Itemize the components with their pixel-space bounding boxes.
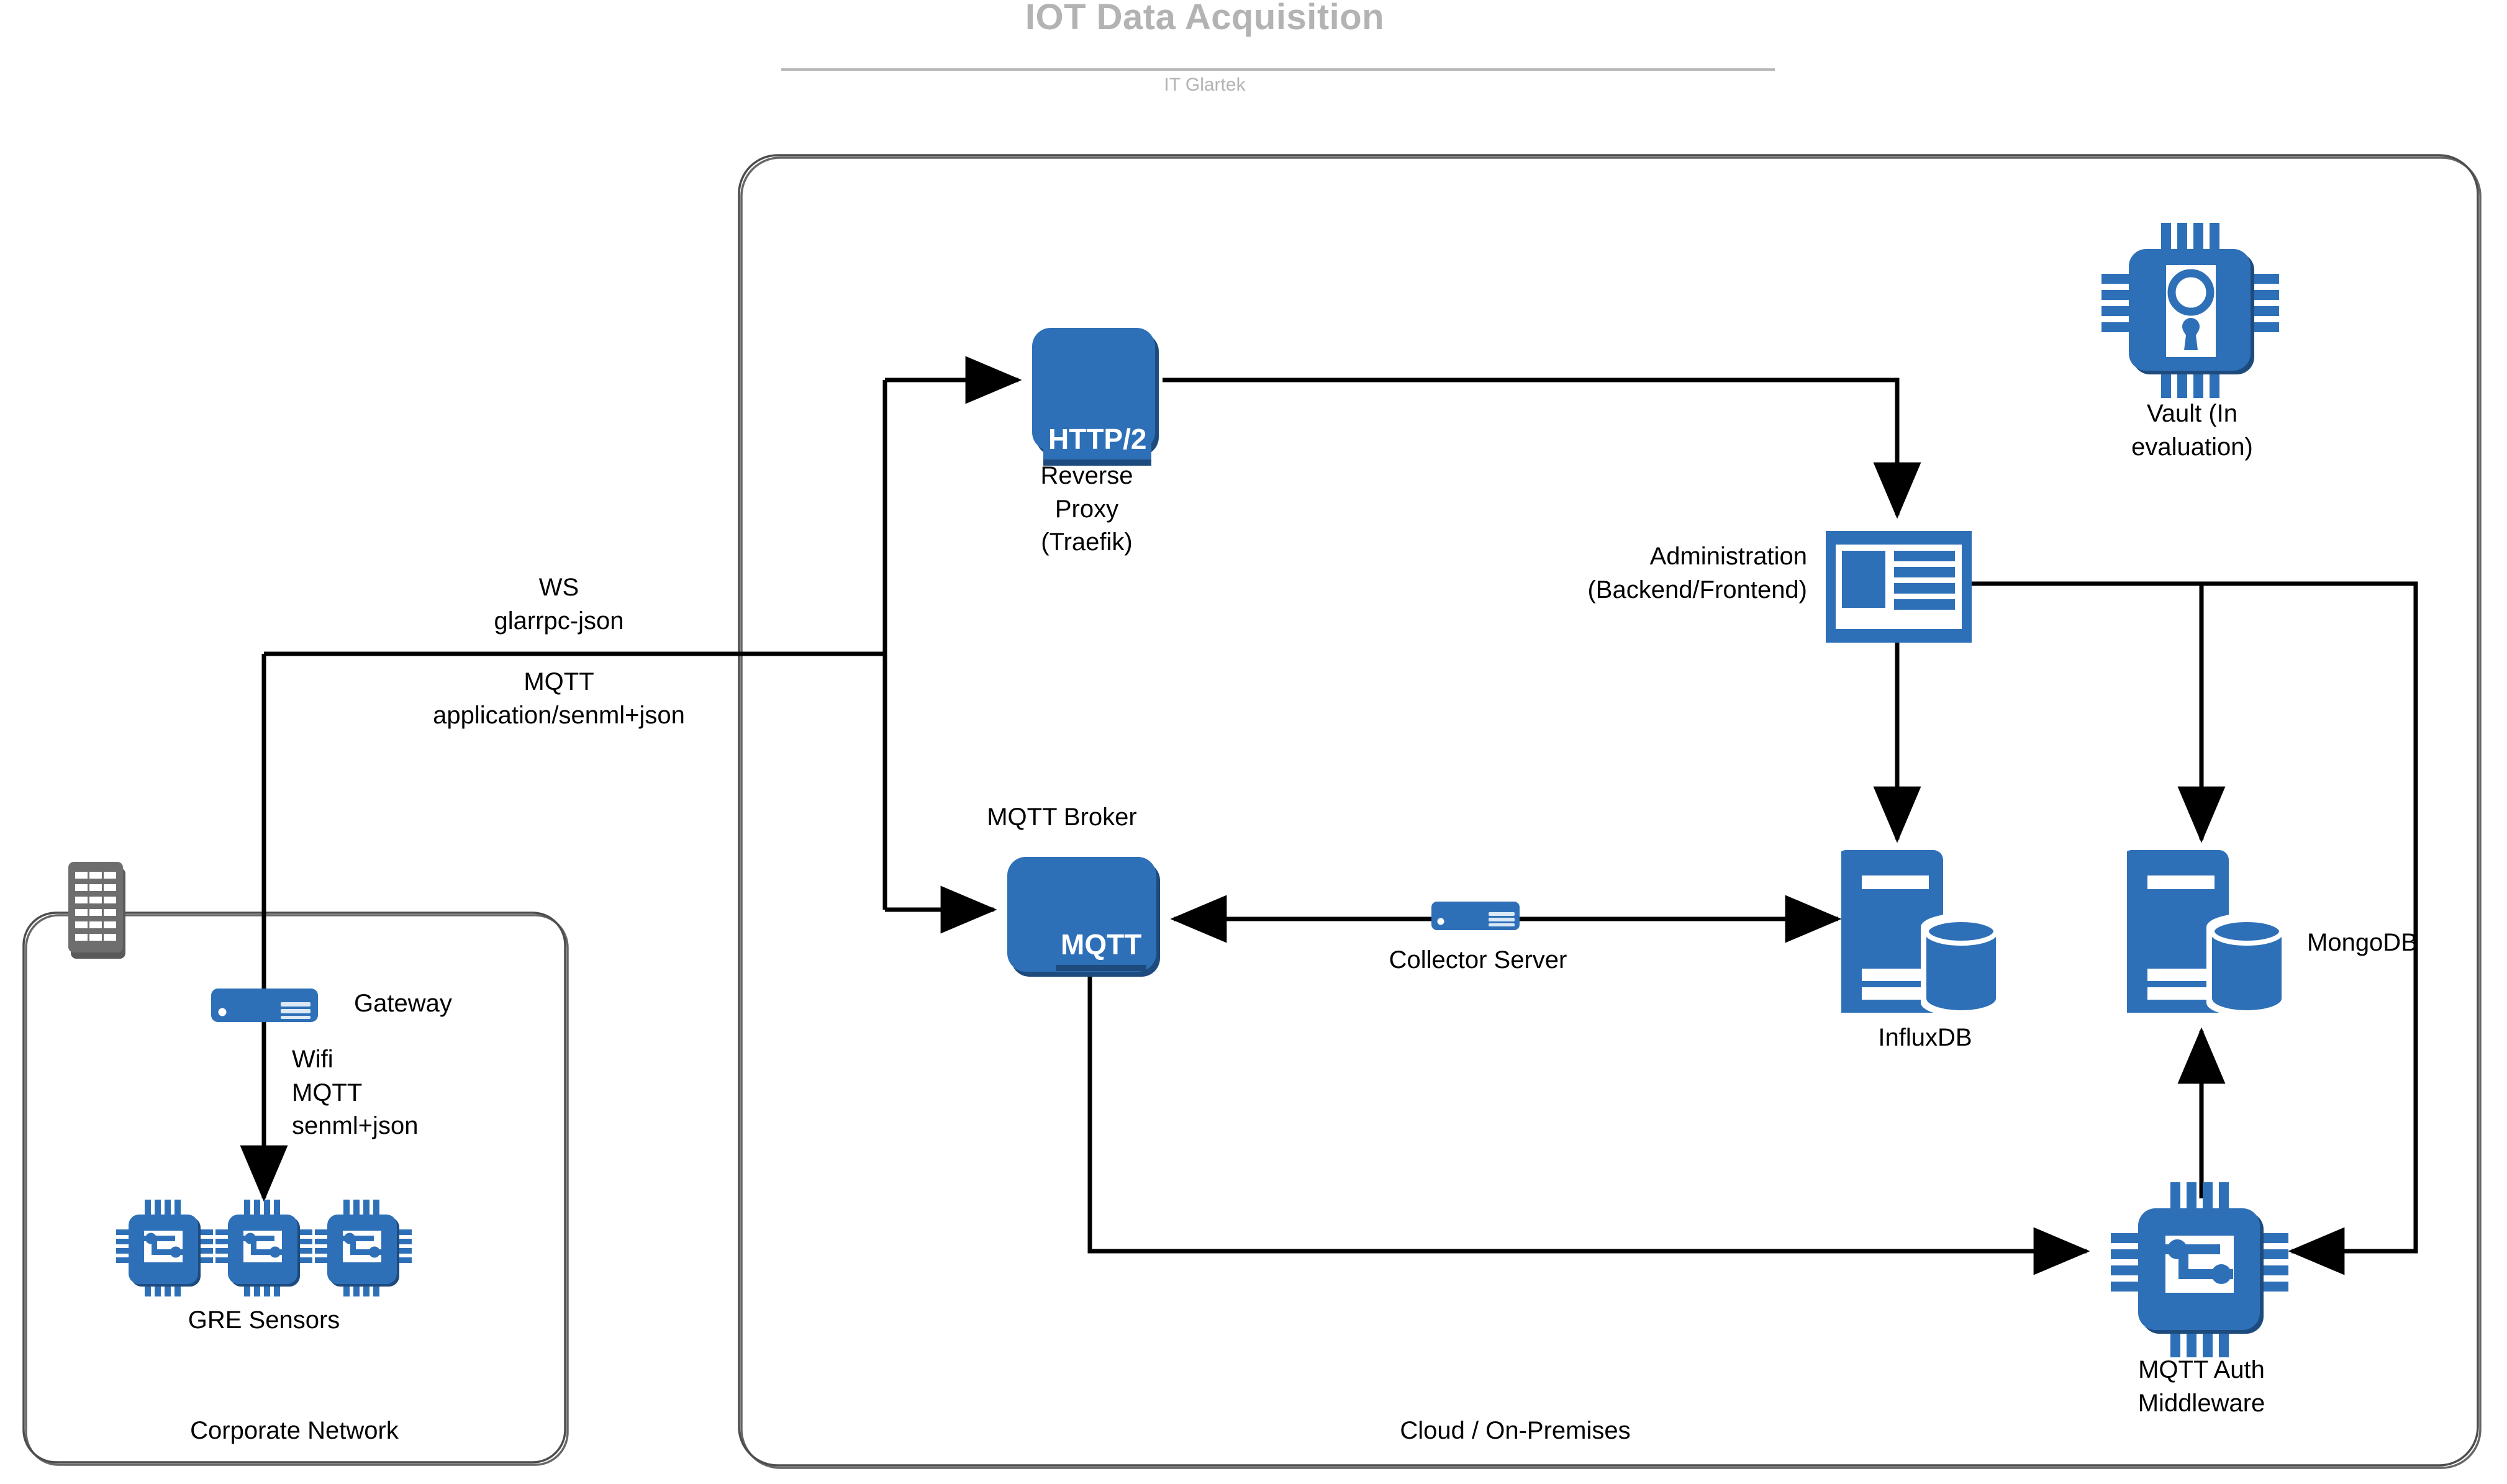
chip-icon — [2111, 1182, 2288, 1357]
chip-icon — [116, 1200, 213, 1296]
edge-label-wifi-link: Wifi MQTT senml+json — [292, 1046, 419, 1140]
administration-label: Administration (Backend/Frontend) — [1587, 543, 1807, 604]
chip-icon — [215, 1200, 312, 1296]
database-icon — [1836, 850, 2002, 1016]
edge-reverse-proxy-to-administration — [1163, 378, 1921, 519]
chip-icon — [315, 1200, 412, 1296]
building-icon — [68, 862, 125, 959]
reverse-proxy-label: Reverse Proxy (Traefik) — [1040, 462, 1133, 556]
group-label-cloud-on-premises: Cloud / On-Premises — [1400, 1417, 1631, 1444]
sensor-node-1[interactable] — [115, 1198, 214, 1301]
mqtt-broker-label: MQTT Broker — [987, 803, 1137, 831]
mongodb-label: MongoDB — [2307, 929, 2418, 956]
edge-label-ws: WS glarrpc-json — [494, 574, 624, 635]
administration-node[interactable] — [1826, 531, 1972, 646]
dashboard-icon — [1826, 531, 1972, 643]
vault-label: Vault (In evaluation) — [2131, 400, 2253, 461]
vault-node[interactable] — [2099, 220, 2285, 404]
gateway-node[interactable] — [211, 989, 318, 1026]
mqtt-auth-node[interactable] — [2108, 1180, 2295, 1363]
edge-label-mqtt: MQTT application/senml+json — [433, 668, 685, 729]
influxdb-node[interactable] — [1836, 841, 2009, 1025]
sensor-node-3[interactable] — [314, 1198, 413, 1301]
collector-node[interactable] — [1431, 902, 1520, 934]
database-icon — [2122, 850, 2287, 1016]
reverse-proxy-badge: HTTP/2 — [1043, 421, 1152, 466]
server-icon — [1431, 902, 1520, 930]
mqtt-auth-label: MQTT Auth Middleware — [2138, 1356, 2265, 1417]
gateway-label: Gateway — [354, 990, 452, 1017]
mqtt-broker-badge: MQTT — [1056, 926, 1147, 971]
influxdb-label: InfluxDB — [1878, 1024, 1972, 1051]
page-title: IOT Data Acquisition — [1025, 0, 1385, 37]
mongodb-node[interactable] — [2122, 841, 2295, 1025]
page-subtitle: IT Glartek — [1164, 75, 1246, 95]
building-node — [68, 862, 128, 964]
sensor-node-2[interactable] — [214, 1198, 314, 1301]
collector-label: Collector Server — [1389, 946, 1567, 974]
group-label-corporate-network: Corporate Network — [190, 1417, 399, 1444]
server-icon — [211, 989, 318, 1022]
chip-lock-icon — [2101, 223, 2279, 398]
sensors-label: GRE Sensors — [188, 1306, 340, 1334]
title-divider — [781, 68, 1775, 71]
